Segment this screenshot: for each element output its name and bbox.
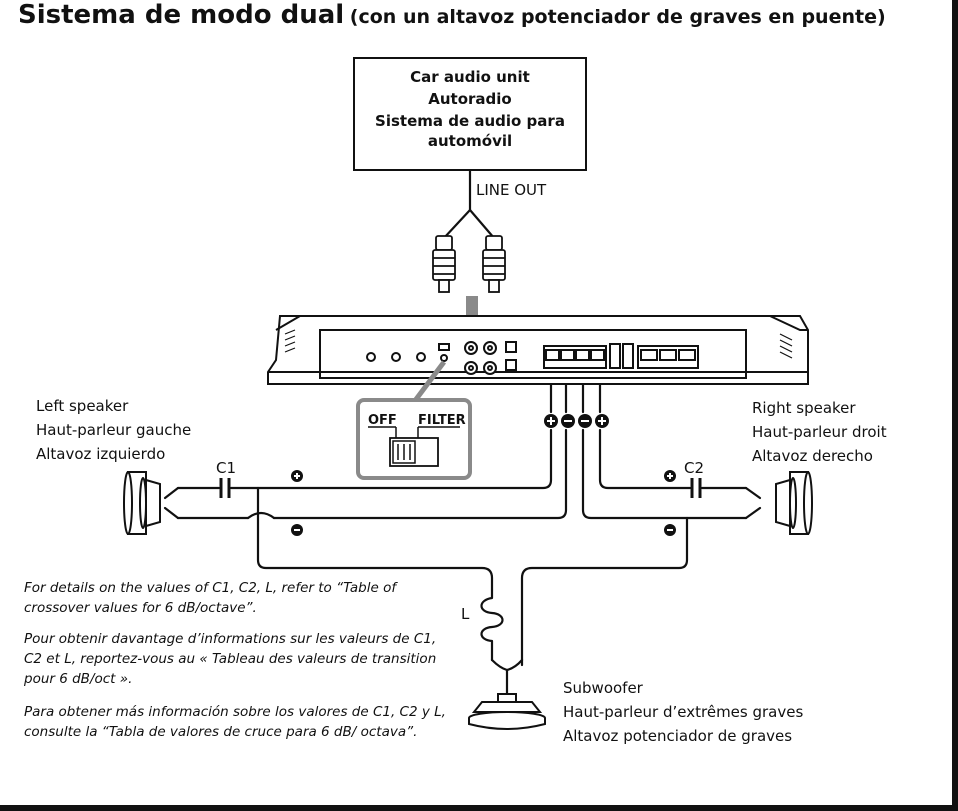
note-french: Pour obtenir davantage d’informations su… — [24, 629, 454, 689]
right-speaker-line: Altavoz derecho — [752, 447, 873, 465]
minus-marker — [561, 414, 575, 428]
switch-filter-label: FILTER — [418, 413, 466, 428]
polarity-markers — [291, 414, 676, 536]
subwoofer-label: Subwoofer Haut-parleur d’extrêmes graves… — [563, 676, 803, 748]
note-spanish: Para obtener más información sobre los v… — [24, 702, 454, 742]
plus-marker — [544, 414, 558, 428]
filter-switch-detail: OFF FILTER — [356, 398, 472, 480]
right-positive-wire — [598, 428, 692, 490]
left-speaker-line: Altavoz izquierdo — [36, 445, 166, 463]
subwoofer-icon — [468, 693, 546, 730]
head-unit-line: Sistema de audio para — [375, 112, 565, 130]
title-subtitle: (con un altavoz potenciador de graves en… — [349, 6, 886, 28]
rca-split-wire — [442, 208, 496, 240]
subwoofer-line: Subwoofer — [563, 679, 643, 697]
plus-marker — [291, 470, 303, 482]
plus-marker — [595, 414, 609, 428]
left-speaker-label: Left speaker Haut-parleur gauche Altavoz… — [36, 394, 191, 466]
note-text: Para obtener más información sobre los v… — [24, 704, 446, 740]
note-text: Pour obtenir davantage d’informations su… — [24, 631, 437, 687]
inductor-label: L — [461, 605, 470, 623]
right-border — [952, 0, 958, 811]
right-speaker-icon — [775, 471, 813, 535]
left-speaker-line: Left speaker — [36, 397, 129, 415]
minus-marker — [291, 524, 303, 536]
left-speaker-icon — [123, 471, 161, 535]
line-out-label: LINE OUT — [476, 181, 547, 199]
switch-callout-line — [412, 360, 446, 404]
page-title: Sistema de modo dual (con un altavoz pot… — [18, 0, 886, 30]
right-speaker-line: Right speaker — [752, 399, 856, 417]
c1-label: C1 — [216, 459, 236, 477]
right-to-sub-wire — [520, 516, 689, 667]
c2-label: C2 — [684, 459, 704, 477]
right-negative-wire — [581, 428, 748, 520]
crossover-hop — [246, 511, 276, 520]
left-speaker-line: Haut-parleur gauche — [36, 421, 192, 439]
head-unit-line: Car audio unit — [410, 68, 530, 86]
title-main: Sistema de modo dual — [18, 0, 345, 30]
bottom-border — [0, 805, 958, 811]
inductor-coil — [480, 588, 504, 662]
head-unit-line: Autoradio — [428, 90, 512, 108]
left-positive-wire — [229, 428, 553, 490]
subwoofer-line: Altavoz potenciador de graves — [563, 727, 793, 745]
plus-marker — [664, 470, 676, 482]
note-text: For details on the values of C1, C2, L, … — [24, 580, 397, 616]
head-unit-line: automóvil — [427, 132, 513, 150]
rca-plug-right — [482, 235, 506, 293]
minus-marker — [664, 524, 676, 536]
left-to-sub-wire — [256, 486, 494, 592]
right-speaker-label: Right speaker Haut-parleur droit Altavoz… — [752, 396, 887, 468]
minus-marker — [578, 414, 592, 428]
right-speaker-line: Haut-parleur droit — [752, 423, 887, 441]
left-negative-wire — [272, 428, 568, 520]
rca-plug-left — [432, 235, 456, 293]
subwoofer-line: Haut-parleur d’extrêmes graves — [563, 703, 804, 721]
switch-off-label: OFF — [368, 413, 397, 428]
note-english: For details on the values of C1, C2, L, … — [24, 578, 454, 618]
sub-wire-join — [490, 658, 524, 672]
amplifier — [267, 315, 809, 385]
